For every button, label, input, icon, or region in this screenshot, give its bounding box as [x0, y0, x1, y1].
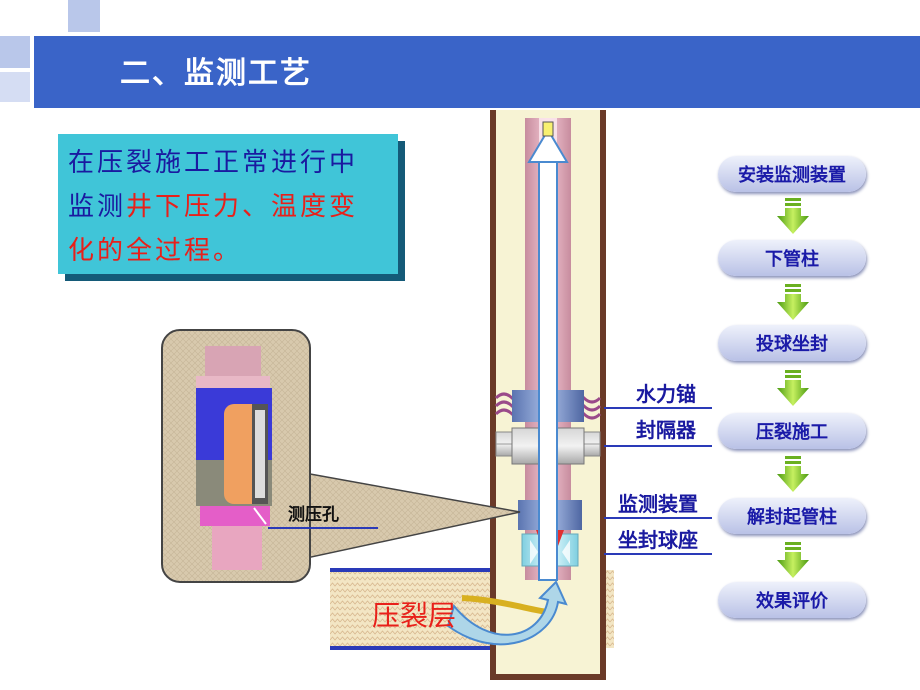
decor-square: [0, 36, 30, 68]
note-box: [58, 134, 398, 274]
up-arrow-icon: [527, 121, 569, 581]
casing-right: [600, 110, 606, 680]
flow-step-5: 解封起管柱: [718, 498, 866, 534]
note-line-2-blue: 监测: [68, 192, 127, 222]
page-title: 二、监测工艺: [120, 56, 312, 91]
down-arrow-icon: [777, 284, 809, 320]
down-arrow-icon: [777, 198, 809, 234]
flow-step-6: 效果评价: [718, 582, 866, 618]
flow-arrows: [777, 198, 809, 578]
monitoring-device-label: 监测装置: [618, 492, 698, 516]
note-line-3: 化的全过程。: [68, 236, 243, 266]
flow-step-3: 投球坐封: [718, 325, 866, 361]
note-line-1: 在压裂施工正常进行中: [68, 148, 359, 178]
flow-step-4: 压裂施工: [718, 413, 866, 449]
pressure-hole-label: 测压孔: [288, 505, 339, 525]
casing-left: [490, 110, 496, 680]
flow-step-1: 安装监测装置: [718, 156, 866, 192]
title-bar: [34, 36, 920, 108]
flow-step-2: 下管柱: [718, 240, 866, 276]
down-arrow-icon: [777, 542, 809, 578]
hydraulic-anchor-label: 水力锚: [636, 382, 696, 406]
note-text: 在压裂施工正常进行中 监测井下压力、温度变 化的全过程。: [68, 141, 398, 273]
inset-tool: [196, 346, 272, 570]
down-arrow-icon: [777, 456, 809, 492]
note-line-2-red: 井下压力、温度变: [126, 192, 359, 222]
frac-layer-label: 压裂层: [372, 599, 457, 632]
down-arrow-icon: [777, 370, 809, 406]
curved-arrow-icon: [446, 580, 568, 646]
ball-seat-label: 坐封球座: [618, 528, 698, 552]
packer-label: 封隔器: [636, 418, 696, 442]
note-line-2: 监测井下压力、温度变: [68, 185, 398, 229]
decor-square: [0, 72, 30, 102]
decor-square: [68, 0, 100, 32]
